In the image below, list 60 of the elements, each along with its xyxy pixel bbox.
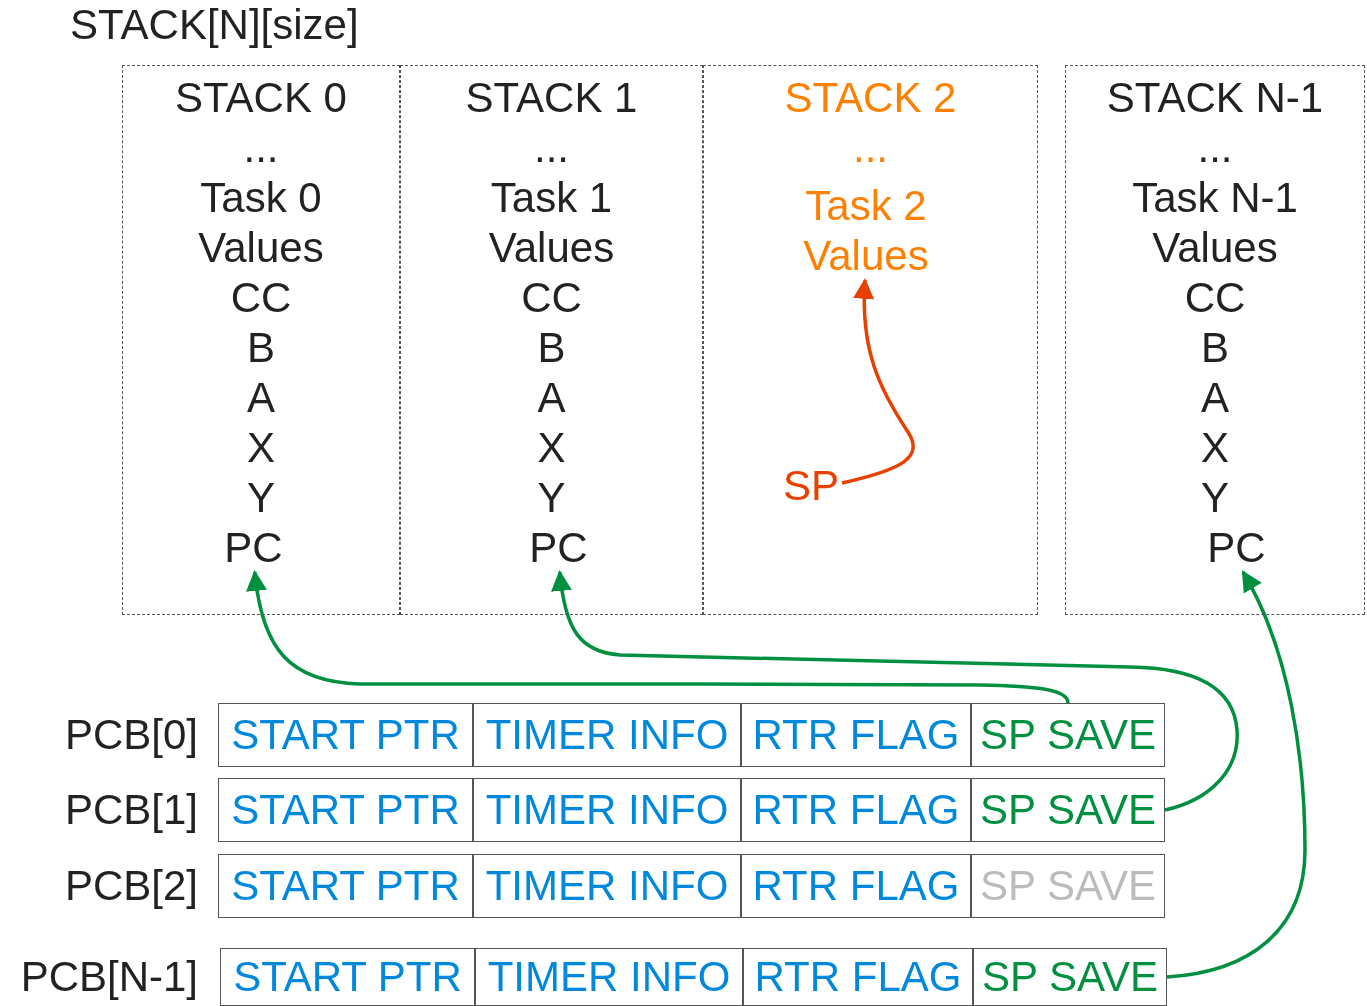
pcb-field: RTR FLAG — [741, 854, 971, 918]
arrow — [1166, 570, 1307, 979]
pcb-field: TIMER INFO — [473, 703, 741, 767]
stack-entry: ... — [853, 123, 888, 173]
stack-entry: Y — [1201, 473, 1229, 523]
pcb-field: TIMER INFO — [473, 778, 741, 842]
pcb-field: SP SAVE — [971, 778, 1165, 842]
stack-entry: X — [1201, 423, 1229, 473]
pcb-field: START PTR — [218, 854, 473, 918]
pcb-field: RTR FLAG — [741, 778, 971, 842]
pcb-field: START PTR — [218, 703, 473, 767]
pcb-field: TIMER INFO — [475, 948, 743, 1006]
stack-column — [703, 65, 1038, 615]
stack-column — [1065, 65, 1365, 615]
pcb-field: TIMER INFO — [473, 854, 741, 918]
pcb-field: SP SAVE — [973, 948, 1167, 1006]
array-heading: STACK[N][size] — [70, 0, 359, 50]
stack-column — [122, 65, 400, 615]
pcb-label: PCB[0] — [64, 710, 198, 760]
stack-entry: Task 2 Values — [781, 181, 951, 281]
stack-entry: X — [247, 423, 275, 473]
stack-entry: A — [1201, 373, 1229, 423]
stack-heading: STACK 2 — [784, 73, 957, 123]
pcb-label: PCB[2] — [64, 861, 198, 911]
pcb-field: SP SAVE — [971, 854, 1165, 918]
register-label: PC — [1199, 523, 1274, 573]
stack-entry: B — [537, 323, 566, 373]
register-label: PC — [521, 523, 596, 573]
stack-heading: STACK 0 — [175, 73, 347, 123]
pcb-label: PCB[N-1] — [20, 952, 198, 1002]
stack-entry: Task N-1 Values — [1131, 173, 1299, 273]
pointer-label: SP — [779, 461, 843, 507]
stack-entry: Y — [247, 473, 275, 523]
pcb-field: START PTR — [218, 778, 473, 842]
stack-entry: CC — [1184, 273, 1246, 323]
stack-entry: A — [247, 373, 275, 423]
stack-entry: CC — [521, 273, 582, 323]
pcb-field: RTR FLAG — [743, 948, 973, 1006]
stack-entry: ... — [1197, 123, 1233, 173]
stack-entry: X — [537, 423, 566, 473]
stack-entry: Task 1 Values — [487, 173, 616, 273]
stack-entry: Task 0 Values — [197, 173, 325, 273]
stack-column — [400, 65, 703, 615]
pcb-field: START PTR — [220, 948, 475, 1006]
stack-heading: STACK N-1 — [1106, 73, 1324, 123]
stack-entry: A — [537, 373, 566, 423]
arrow — [841, 277, 915, 485]
pcb-field: RTR FLAG — [741, 703, 971, 767]
stack-entry: ... — [243, 123, 279, 173]
arrow — [551, 569, 1239, 812]
arrow — [246, 569, 1070, 704]
register-label: PC — [216, 523, 291, 573]
stack-entry: B — [1201, 323, 1229, 373]
pcb-label: PCB[1] — [64, 785, 198, 835]
stack-entry: CC — [230, 273, 292, 323]
stack-heading: STACK 1 — [465, 73, 638, 123]
stack-entry: B — [247, 323, 275, 373]
stack-entry: Y — [537, 473, 566, 523]
pcb-field: SP SAVE — [971, 703, 1165, 767]
stack-entry: ... — [534, 123, 569, 173]
